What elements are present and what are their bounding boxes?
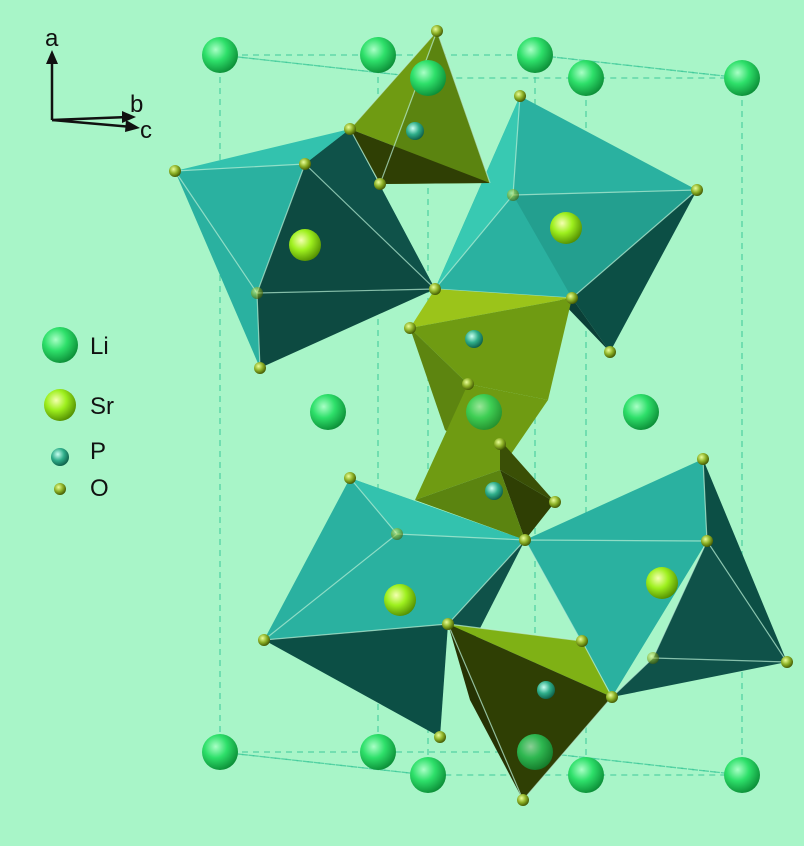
o-atom <box>431 25 443 37</box>
li-atom <box>568 757 604 793</box>
o-atoms <box>169 25 793 806</box>
o-atom <box>374 178 386 190</box>
li-atom <box>724 60 760 96</box>
o-atom <box>517 794 529 806</box>
li-atom <box>466 394 502 430</box>
p-atom <box>406 122 424 140</box>
sr-atom <box>289 229 321 261</box>
o-atom <box>442 618 454 630</box>
a-axis-label: a <box>45 25 59 52</box>
p-atom <box>485 482 503 500</box>
legend-label-li: Li <box>90 333 109 360</box>
o-atom <box>299 158 311 170</box>
b-axis-arrow <box>51 115 129 122</box>
sr-atoms <box>289 212 678 616</box>
o-atom <box>258 634 270 646</box>
sr-atom <box>384 584 416 616</box>
o-atom <box>566 292 578 304</box>
sr-polyhedron-upper-left <box>174 129 437 369</box>
o-atom <box>781 656 793 668</box>
o-atom <box>434 731 446 743</box>
li-atom <box>517 734 553 770</box>
li-atoms-back <box>202 37 760 430</box>
legend-item-p: P <box>51 438 106 466</box>
li-atom <box>360 734 396 770</box>
o-atom <box>404 322 416 334</box>
b-axis-label: b <box>130 91 143 118</box>
sr-atom <box>550 212 582 244</box>
li-atom <box>310 394 346 430</box>
li-atom <box>724 757 760 793</box>
o-atom <box>344 123 356 135</box>
li-atom <box>410 60 446 96</box>
o-atom <box>169 165 181 177</box>
legend-item-li: Li <box>42 327 109 363</box>
p-atoms <box>406 122 555 699</box>
o-atom <box>251 287 263 299</box>
axis-indicator: a b c <box>45 25 152 144</box>
o-atom <box>647 652 659 664</box>
o-atom <box>344 472 356 484</box>
o-atom <box>391 528 403 540</box>
o-atom <box>519 534 531 546</box>
legend-label-sr: Sr <box>90 393 114 420</box>
li-atom <box>517 37 553 73</box>
li-sphere-icon <box>42 327 78 363</box>
sr-atom <box>646 567 678 599</box>
legend-item-o: O <box>54 475 109 502</box>
li-atom <box>410 757 446 793</box>
o-sphere-icon <box>54 483 66 495</box>
o-atom <box>514 90 526 102</box>
o-atom <box>606 691 618 703</box>
li-atom <box>202 734 238 770</box>
li-atom <box>202 37 238 73</box>
o-atom <box>429 283 441 295</box>
legend-label-o: O <box>90 475 109 502</box>
li-atoms-front <box>202 60 760 793</box>
o-atom <box>691 184 703 196</box>
p-sphere-icon <box>51 448 69 466</box>
o-atom <box>462 378 474 390</box>
o-atom <box>697 453 709 465</box>
o-atom <box>576 635 588 647</box>
legend-label-p: P <box>90 438 106 465</box>
o-atom <box>494 438 506 450</box>
p-tetrahedron-top <box>349 29 491 186</box>
c-axis-arrow <box>51 118 133 129</box>
p-tetrahedron-bottom <box>447 623 613 802</box>
legend: Li Sr P O <box>42 327 114 502</box>
li-atom <box>360 37 396 73</box>
o-atom <box>701 535 713 547</box>
li-atom <box>568 60 604 96</box>
b-axis-arrowhead <box>122 111 136 123</box>
o-atom <box>549 496 561 508</box>
p-atom <box>537 681 555 699</box>
legend-item-sr: Sr <box>44 389 114 421</box>
a-axis-arrowhead <box>46 50 58 64</box>
sr-polyhedron-lower-left <box>262 477 527 737</box>
c-axis-label: c <box>140 117 152 144</box>
o-atom <box>604 346 616 358</box>
sr-sphere-icon <box>44 389 76 421</box>
c-axis-arrowhead <box>125 120 140 132</box>
li-atom <box>623 394 659 430</box>
o-atom <box>507 189 519 201</box>
p-atom <box>465 330 483 348</box>
o-atom <box>254 362 266 374</box>
